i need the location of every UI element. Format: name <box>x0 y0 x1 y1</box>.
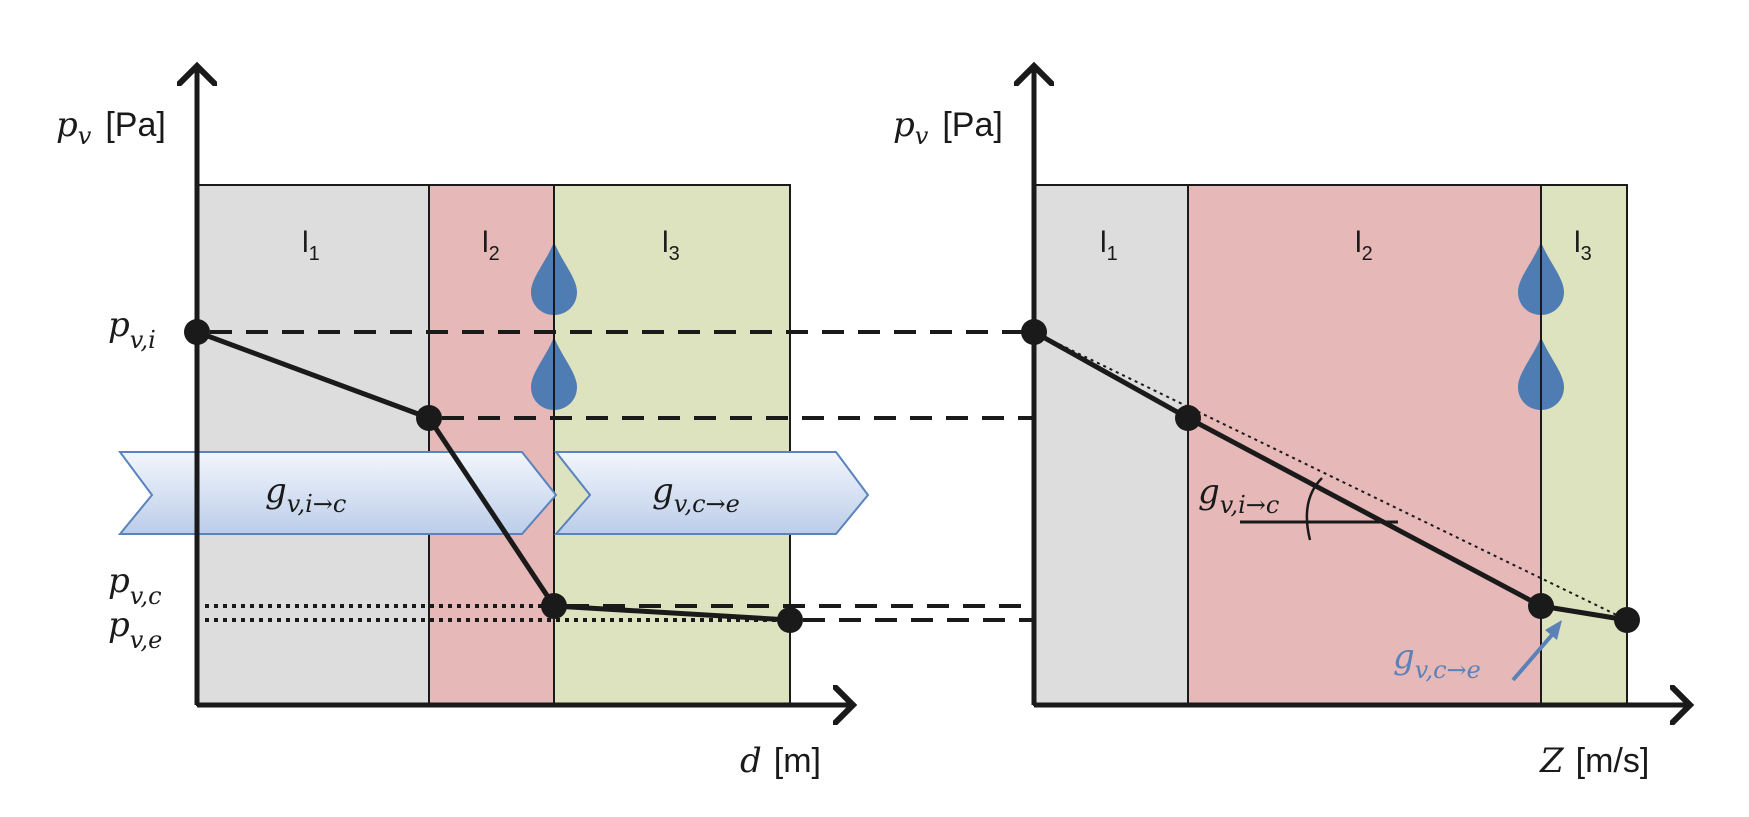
right-point-pvc <box>1528 593 1554 619</box>
right-diagram: l1 l2 l3 gv,i→c gv,c→e pv[Pa] Z[m/s] <box>893 66 1690 781</box>
tick-label-pve: pv,e <box>108 605 162 654</box>
left-layer-2-label: l2 <box>482 226 500 265</box>
left-layer-3-label: l3 <box>662 226 680 265</box>
flux-arrow-i-to-c-label: gv,i→c <box>265 471 346 518</box>
slope-pointer-arrowhead <box>1545 620 1562 640</box>
right-layer-2-label: l2 <box>1355 226 1373 265</box>
tick-label-pvc: pv,c <box>108 561 162 610</box>
left-point-pvc <box>541 593 567 619</box>
right-y-axis-label: pv[Pa] <box>893 105 1003 150</box>
left-pressure-profile <box>196 329 791 623</box>
right-layer-3-label: l3 <box>1574 226 1592 265</box>
right-layer-1-label: l1 <box>1100 226 1118 265</box>
flux-arrow-c-to-e-label: gv,c→e <box>652 471 740 518</box>
tick-label-pvi: pv,i <box>108 305 156 354</box>
left-diagram: l1 l2 l3 gv,i→c gv,c→e pv[Pa] d[m] pv,i … <box>56 66 870 781</box>
right-pressure-profile <box>1032 329 1628 623</box>
slope-label-c-to-e: gv,c→e <box>1393 637 1481 684</box>
left-layer-1-label: l1 <box>302 226 320 265</box>
slope-pointer-arrow <box>1511 626 1560 682</box>
left-point-interface-1-2 <box>416 405 442 431</box>
flux-arrow-c-to-e <box>553 451 870 535</box>
left-point-pve <box>777 607 803 633</box>
right-x-axis-label: Z[m/s] <box>1539 741 1649 781</box>
slope-label-i-to-c: gv,i→c <box>1198 472 1279 519</box>
left-x-axis-label: d[m] <box>740 741 821 781</box>
right-layer-2 <box>1187 184 1542 706</box>
right-overall-slope-dotted <box>1033 331 1628 621</box>
slope-angle-arc <box>1305 477 1323 541</box>
right-point-pve <box>1614 607 1640 633</box>
left-y-axis-label: pv[Pa] <box>56 105 166 150</box>
flux-arrow-i-to-c <box>117 451 558 535</box>
right-point-interface-1-2 <box>1175 405 1201 431</box>
